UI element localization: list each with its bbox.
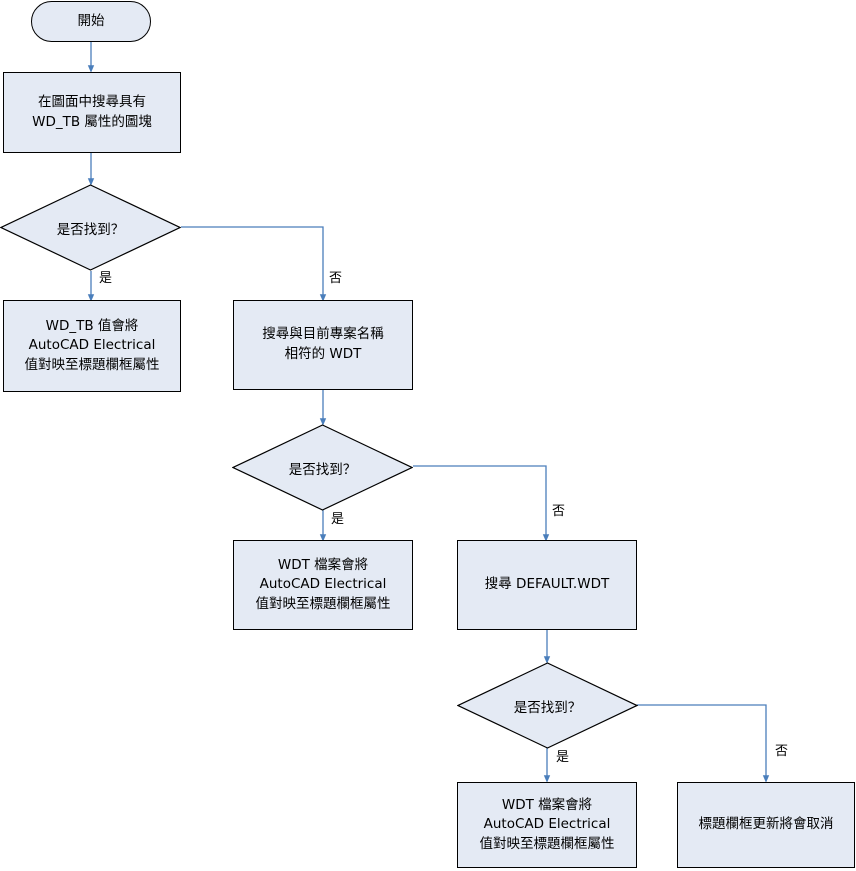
node-search-project-wdt[interactable]: 搜尋與目前專案名稱 相符的 WDT bbox=[233, 300, 413, 390]
node-result-default-wdt-line3: 值對映至標題欄框屬性 bbox=[479, 835, 615, 852]
node-decision-3-label: 是否找到？ bbox=[513, 699, 582, 716]
decision-3-shape bbox=[456, 662, 639, 749]
node-result-wdtb-line3: 值對映至標題欄框屬性 bbox=[24, 356, 160, 373]
node-decision-2-label: 是否找到？ bbox=[288, 461, 357, 478]
edge-label-decision2-no: 否 bbox=[552, 504, 566, 519]
node-result-wdt[interactable]: WDT 檔案會將 AutoCAD Electrical 值對映至標題欄框屬性 bbox=[233, 540, 413, 630]
node-decision-2[interactable]: 是否找到？ bbox=[231, 424, 414, 511]
node-result-default-wdt-line2: AutoCAD Electrical bbox=[483, 816, 611, 833]
node-result-wdtb-line2: AutoCAD Electrical bbox=[28, 337, 156, 354]
node-start[interactable]: 開始 bbox=[31, 1, 151, 42]
edge-label-decision3-yes: 是 bbox=[556, 750, 570, 765]
node-start-label: 開始 bbox=[77, 12, 105, 29]
edge-label-decision3-no: 否 bbox=[775, 744, 789, 759]
node-result-cancel-label: 標題欄框更新將會取消 bbox=[698, 816, 834, 833]
node-result-cancel[interactable]: 標題欄框更新將會取消 bbox=[677, 782, 855, 868]
node-search-block-line1: 在圖面中搜尋具有 bbox=[37, 93, 146, 110]
edge-label-decision1-no: 否 bbox=[329, 271, 343, 286]
edge-decision2-no bbox=[413, 465, 550, 542]
node-search-block-line2: WD_TB 屬性的圖塊 bbox=[32, 113, 152, 130]
edge-label-decision1-yes: 是 bbox=[99, 271, 113, 286]
node-result-wdt-line1: WDT 檔案會將 bbox=[277, 556, 369, 573]
node-search-project-wdt-line1: 搜尋與目前專案名稱 bbox=[262, 326, 384, 343]
node-result-default-wdt-line1: WDT 檔案會將 bbox=[501, 796, 593, 813]
node-decision-3[interactable]: 是否找到？ bbox=[456, 662, 639, 749]
node-result-default-wdt[interactable]: WDT 檔案會將 AutoCAD Electrical 值對映至標題欄框屬性 bbox=[457, 782, 637, 868]
node-search-default-wdt[interactable]: 搜尋 DEFAULT.WDT bbox=[457, 540, 637, 630]
edge-label-decision2-yes: 是 bbox=[331, 512, 345, 527]
node-result-wdtb[interactable]: WD_TB 值會將 AutoCAD Electrical 值對映至標題欄框屬性 bbox=[3, 300, 181, 392]
decision-1-shape bbox=[0, 184, 182, 271]
edge-decision1-no bbox=[181, 226, 327, 302]
node-result-wdtb-line1: WD_TB 值會將 bbox=[45, 317, 139, 334]
edge-decision3-no bbox=[637, 704, 770, 783]
node-decision-1-label: 是否找到？ bbox=[56, 221, 125, 238]
node-result-wdt-line2: AutoCAD Electrical bbox=[259, 576, 387, 593]
node-search-project-wdt-line2: 相符的 WDT bbox=[284, 346, 362, 362]
node-result-wdt-line3: 值對映至標題欄框屬性 bbox=[255, 595, 391, 612]
node-search-block[interactable]: 在圖面中搜尋具有 WD_TB 屬性的圖塊 bbox=[3, 72, 181, 153]
decision-2-shape bbox=[231, 424, 414, 511]
node-search-default-wdt-label: 搜尋 DEFAULT.WDT bbox=[484, 576, 610, 593]
node-decision-1[interactable]: 是否找到？ bbox=[0, 184, 182, 271]
